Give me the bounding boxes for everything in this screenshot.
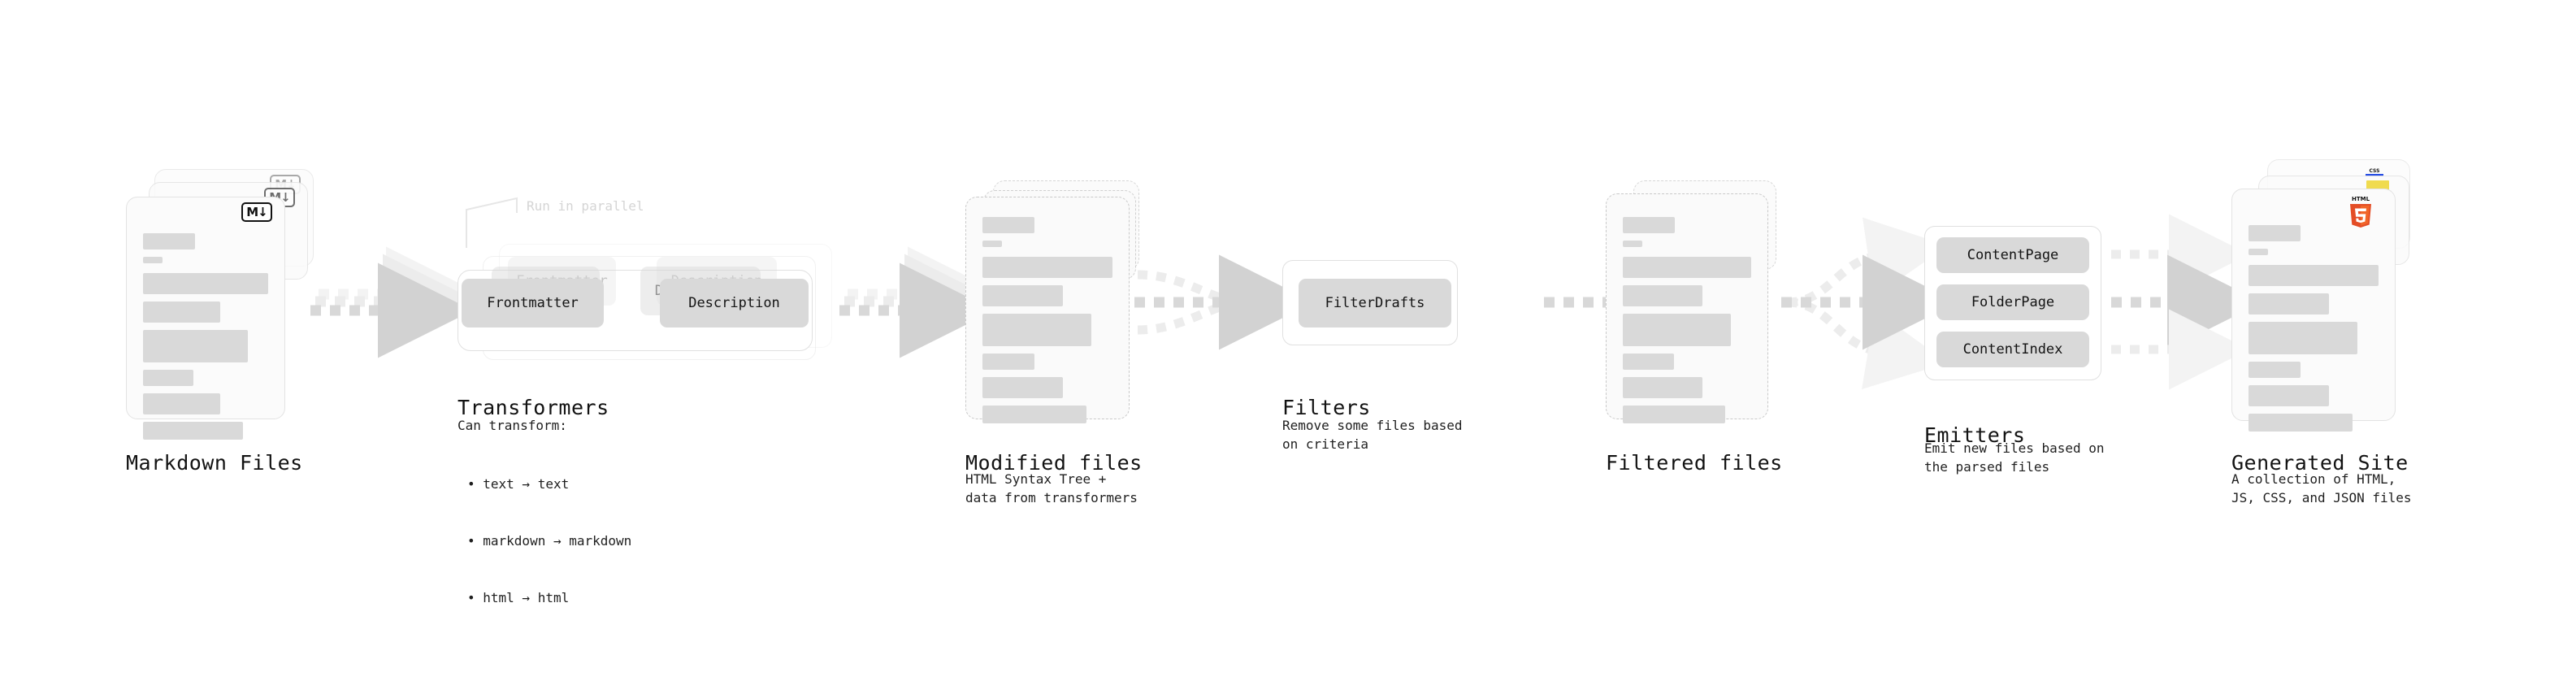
stage-title-generated-site: Generated Site	[2231, 451, 2409, 475]
chip-contentpage[interactable]: ContentPage	[1936, 237, 2089, 273]
html5-badge: HTML	[2347, 193, 2373, 228]
chip-description[interactable]: Description	[660, 279, 809, 327]
transformers-bullet-list: • text → text • markdown → markdown • ht…	[467, 437, 631, 644]
stage-title-markdown-files: Markdown Files	[126, 451, 303, 475]
stage-title-filters: Filters	[1282, 396, 1371, 419]
stage-subtitle-modified-files: HTML Syntax Tree + data from transformer…	[965, 471, 1138, 506]
svg-text:CSS: CSS	[2370, 168, 2380, 174]
chip-frontmatter[interactable]: Frontmatter	[462, 279, 604, 327]
markdown-file-card-front[interactable]	[126, 197, 285, 440]
transformers-bullet-1: • markdown → markdown	[467, 532, 632, 549]
chip-contentindex[interactable]: ContentIndex	[1936, 332, 2089, 367]
arrow-filtered-to-emitters	[1781, 217, 1958, 389]
generated-file-card-front[interactable]	[2231, 189, 2396, 432]
generated-card-bars	[2249, 225, 2379, 439]
transformers-bullet-0: • text → text	[467, 476, 570, 492]
stage-subtitle-emitters: Emit new files based on the parsed files	[1924, 440, 2105, 475]
chip-filterdrafts[interactable]: FilterDrafts	[1299, 279, 1451, 327]
arrow-transformers-to-modified	[839, 246, 1003, 358]
modified-card-bars	[982, 217, 1112, 431]
css3-badge: CSS	[2364, 165, 2385, 176]
stage-subtitle-filters: Remove some files based on criteria	[1282, 418, 1463, 453]
stage-subtitle-generated-site: A collection of HTML, JS, CSS, and JSON …	[2231, 471, 2412, 506]
html5-badge-text: HTML	[2352, 196, 2370, 202]
stage-title-transformers: Transformers	[458, 396, 609, 419]
stage-title-modified-files: Modified files	[965, 451, 1143, 475]
chip-folderpage[interactable]: FolderPage	[1936, 284, 2089, 320]
arrow-md-to-transformers	[310, 246, 481, 358]
run-in-parallel-bracket	[466, 197, 518, 248]
markdown-badge-front: M↓	[241, 202, 272, 222]
modified-file-card-front[interactable]	[965, 197, 1130, 423]
filtered-card-bars	[1623, 217, 1751, 431]
filtered-file-card-front[interactable]	[1606, 193, 1768, 423]
arrow-emitters-to-site	[2111, 214, 2262, 390]
markdown-card-bars	[143, 233, 268, 447]
stage-title-emitters: Emitters	[1924, 423, 2026, 447]
arrow-modified-to-filters	[1134, 254, 1314, 350]
run-in-parallel-note: Run in parallel	[527, 198, 644, 214]
stage-subtitle-transformers: Can transform:	[458, 418, 567, 433]
stage-title-filtered-files: Filtered files	[1606, 451, 1783, 475]
transformers-bullet-2: • html → html	[467, 589, 570, 605]
